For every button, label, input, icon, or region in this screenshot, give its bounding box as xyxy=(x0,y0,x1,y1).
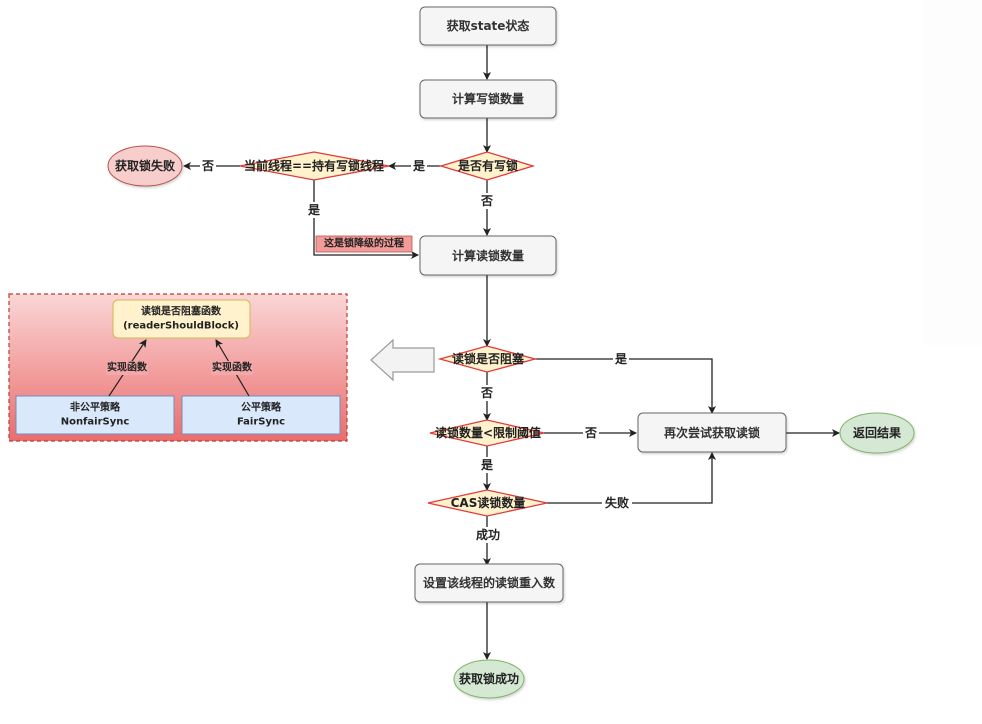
panel-nonfair-title: 非公平策略 xyxy=(70,401,121,414)
decision-cas-read-label: CAS读锁数量 xyxy=(451,495,526,510)
node-calc-read xyxy=(419,235,557,276)
decision-read-limit xyxy=(429,419,545,447)
downgrade-note-label: 这是锁降级的过程 xyxy=(324,237,404,250)
background-panel xyxy=(923,0,982,345)
node-retry xyxy=(637,412,787,453)
terminal-success-label: 获取锁成功 xyxy=(458,671,519,686)
decision-is-owner xyxy=(239,151,390,181)
panel-fair-name: FairSync xyxy=(237,417,285,428)
terminal-fail-label: 获取锁失败 xyxy=(114,158,175,173)
decision-has-write xyxy=(438,151,536,181)
edge-label-yes: 是 xyxy=(412,159,426,173)
node-get-state xyxy=(419,6,557,46)
node-get-state-label: 获取state状态 xyxy=(446,18,530,33)
left-arrow-icon xyxy=(370,338,435,382)
downgrade-note xyxy=(315,235,413,253)
terminal-return-result-label: 返回结果 xyxy=(853,425,901,440)
node-calc-read-label: 计算读锁数量 xyxy=(452,248,524,263)
edge-label-no: 否 xyxy=(480,386,493,400)
edge-label-yes: 是 xyxy=(480,458,494,472)
node-calc-write-label: 计算写锁数量 xyxy=(452,91,524,106)
panel-nonfair-name: NonfairSync xyxy=(61,417,130,428)
panel-nonfair-box xyxy=(15,395,175,435)
edge-label-yes: 是 xyxy=(307,203,321,217)
decision-is-owner-label: 当前线程==持有写锁线程 xyxy=(244,158,384,173)
terminal-fail xyxy=(107,145,183,187)
decision-has-write-label: 是否有写锁 xyxy=(457,158,518,173)
decision-read-blocked xyxy=(437,345,538,373)
edge-label-no: 否 xyxy=(201,159,214,173)
edge-label-yes: 是 xyxy=(614,352,628,366)
node-calc-write xyxy=(419,79,557,119)
panel-impl-label-left: 实现函数 xyxy=(107,361,148,374)
panel-fair-title: 公平策略 xyxy=(241,401,282,414)
panel-func-name: (readerShouldBlock) xyxy=(123,321,239,332)
decision-read-limit-label: 读锁数量<限制阈值 xyxy=(435,425,541,440)
panel-func-title: 读锁是否阻塞函数 xyxy=(141,305,222,318)
terminal-success xyxy=(453,659,525,699)
node-set-reentrant-label: 设置该线程的读锁重入数 xyxy=(423,575,556,590)
panel-func-box xyxy=(112,299,251,339)
node-retry-label: 再次尝试获取读锁 xyxy=(664,425,760,440)
edge-label-success: 成功 xyxy=(476,527,500,542)
edge-label-no: 否 xyxy=(480,194,493,208)
node-set-reentrant xyxy=(414,563,564,603)
terminal-return-result xyxy=(839,412,915,454)
panel-fair-box xyxy=(181,395,341,435)
decision-read-blocked-label: 读锁是否阻塞 xyxy=(452,351,525,366)
edge-blocked-yes-to-retry xyxy=(535,358,716,414)
decision-cas-read xyxy=(427,489,548,517)
edge-label-failed: 失败 xyxy=(605,495,629,510)
panel-impl-label-right: 实现函数 xyxy=(212,361,253,374)
edge-label-no: 否 xyxy=(584,426,597,440)
